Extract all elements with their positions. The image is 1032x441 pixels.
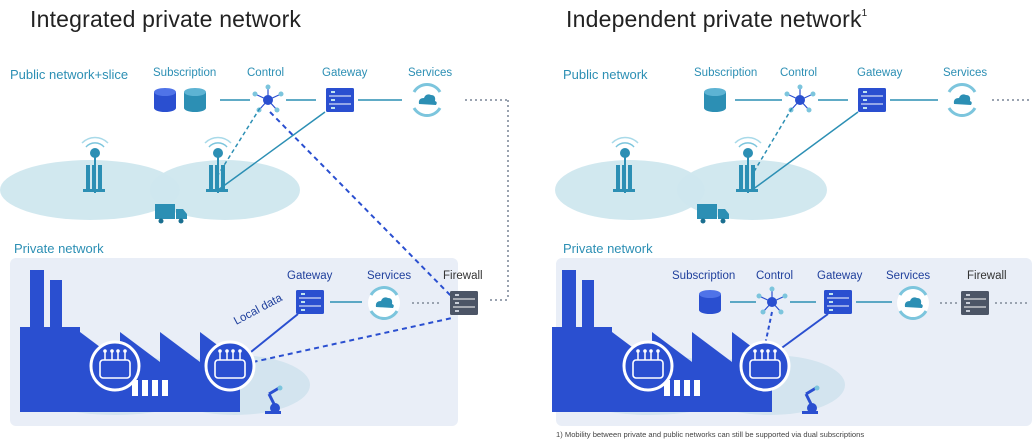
private-gateway-icon — [823, 289, 853, 315]
database-icon — [154, 88, 176, 112]
gateway-server-icon — [325, 87, 355, 113]
control-icon — [251, 83, 285, 114]
right-title: Independent private network1 — [566, 6, 867, 33]
firewall-icon — [960, 290, 990, 316]
router-icon — [739, 340, 791, 392]
left-control-label: Control — [247, 67, 285, 79]
control-icon — [783, 83, 817, 114]
database-icon — [184, 88, 206, 112]
right-firewall-label: Firewall — [967, 270, 1007, 282]
router-icon — [89, 340, 141, 392]
left-firewall-label: Firewall — [443, 270, 483, 282]
right-subscription-label: Subscription — [694, 67, 758, 79]
private-gateway-icon — [295, 289, 325, 315]
left-gateway-label: Gateway — [322, 67, 368, 79]
right-private-services-label: Services — [886, 270, 931, 282]
private-services-icon — [366, 285, 402, 321]
router-icon — [622, 340, 674, 392]
right-public-label: Public network — [563, 67, 648, 82]
left-subscription-label: Subscription — [153, 67, 217, 79]
right-services-label: Services — [943, 67, 988, 79]
left-private-gateway-label: Gateway — [287, 270, 333, 282]
left-panel — [0, 82, 509, 426]
private-services-icon — [895, 285, 931, 321]
services-cloud-icon — [944, 82, 980, 118]
left-private-label: Private network — [14, 241, 104, 256]
right-private-control-label: Control — [756, 270, 794, 282]
right-private-subscription-label: Subscription — [672, 270, 736, 282]
right-gateway-label: Gateway — [857, 67, 903, 79]
right-panel — [552, 82, 1032, 426]
right-private-label: Private network — [563, 241, 653, 256]
private-database-icon — [699, 290, 721, 314]
database-icon — [704, 88, 726, 112]
services-cloud-icon — [409, 82, 445, 118]
gateway-server-icon — [857, 87, 887, 113]
footnote: 1) Mobility between private and public n… — [556, 430, 865, 439]
left-private-services-label: Services — [367, 270, 412, 282]
right-private-gateway-label: Gateway — [817, 270, 863, 282]
left-public-label: Public network+slice — [10, 67, 129, 82]
firewall-icon — [449, 290, 479, 316]
left-title: Integrated private network — [30, 6, 302, 32]
right-control-label: Control — [780, 67, 818, 79]
right-title-footnote-mark: 1 — [861, 8, 868, 19]
left-services-label: Services — [408, 67, 453, 79]
router-icon — [204, 340, 256, 392]
right-title-text: Independent private network — [566, 6, 862, 32]
